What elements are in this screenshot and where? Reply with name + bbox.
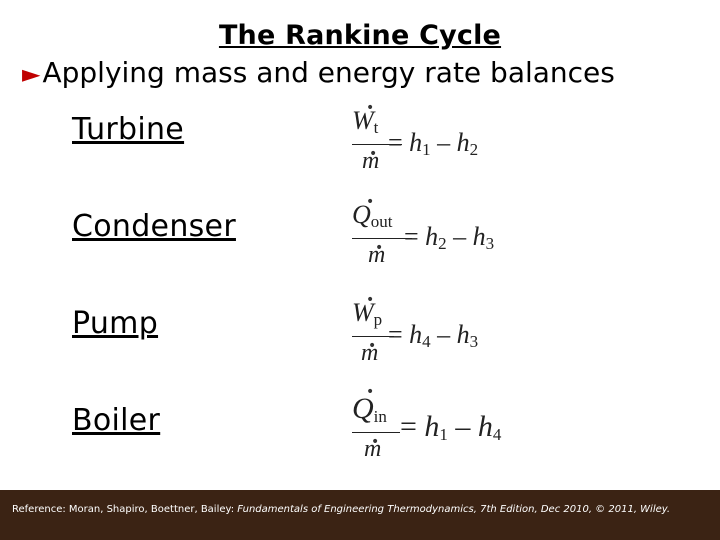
right-hand-side: = h1 – h4 — [400, 410, 502, 444]
numerator: Qout — [352, 200, 393, 231]
rate-dot-icon: • — [366, 292, 375, 308]
numerator: Wp — [352, 298, 383, 329]
fraction-bar — [352, 238, 412, 239]
numerator: Wt — [352, 106, 379, 137]
denominator: m — [361, 340, 379, 366]
right-hand-side: = h4 – h3 — [388, 320, 479, 351]
denominator: m — [362, 148, 380, 174]
footer-bar: Reference: Moran, Shapiro, Boettner, Bai… — [0, 490, 720, 540]
rate-dot-icon: • — [366, 194, 375, 210]
denominator: m — [368, 242, 386, 268]
reference-text: Reference: Moran, Shapiro, Boettner, Bai… — [12, 504, 671, 515]
slide-title: The Rankine Cycle — [218, 20, 502, 51]
fraction-bar — [352, 432, 400, 433]
rate-dot-icon: • — [375, 240, 384, 256]
label-pump: Pump — [72, 306, 159, 341]
right-hand-side: = h2 – h3 — [404, 222, 495, 253]
label-condenser: Condenser — [72, 209, 236, 244]
rate-dot-icon: • — [366, 384, 375, 400]
denominator: m — [364, 436, 382, 462]
subtitle-line: ►Applying mass and energy rate balances — [22, 56, 615, 89]
subtitle-text: Applying mass and energy rate balances — [42, 56, 615, 89]
fraction-bar — [352, 144, 402, 145]
numerator: Qin — [352, 392, 387, 426]
rate-dot-icon: • — [368, 338, 377, 354]
fraction-bar — [352, 336, 394, 337]
label-turbine: Turbine — [72, 112, 185, 147]
right-hand-side: = h1 – h2 — [388, 128, 479, 159]
label-boiler: Boiler — [72, 403, 161, 438]
bullet-arrow-icon: ► — [22, 60, 41, 88]
rate-dot-icon: • — [366, 100, 375, 116]
rate-dot-icon: • — [371, 434, 380, 450]
rate-dot-icon: • — [369, 146, 378, 162]
